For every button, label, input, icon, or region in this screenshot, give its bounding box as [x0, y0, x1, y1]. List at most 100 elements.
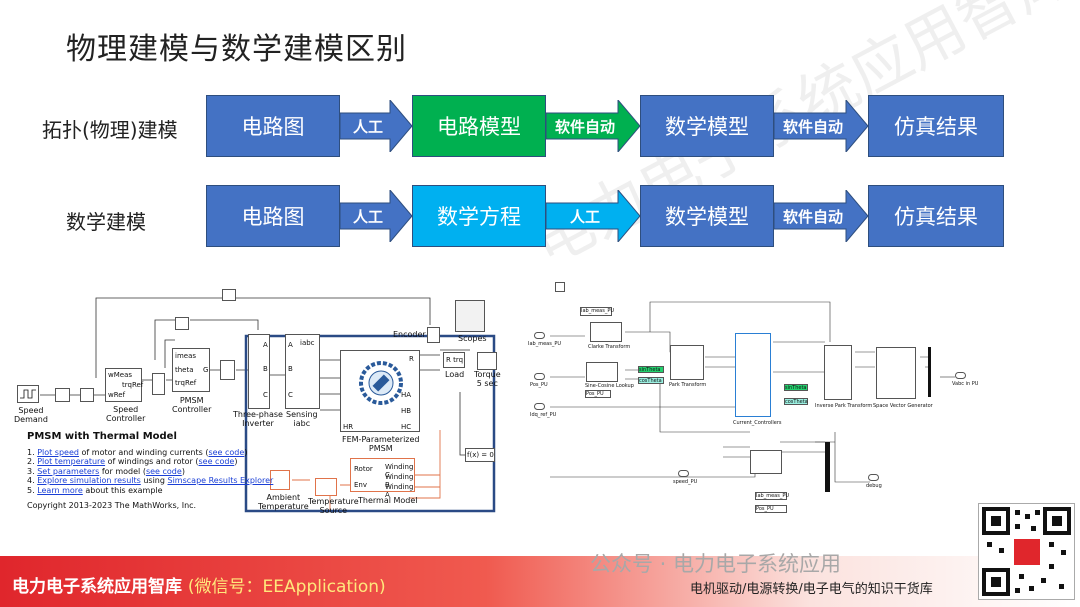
- from-sin: sinTheta: [784, 384, 808, 391]
- arrow-label: 软件自动: [554, 118, 615, 136]
- arrow-label: 人工: [352, 118, 383, 136]
- sincos-label: Sine-Cosine Lookup: [585, 383, 634, 389]
- description-item: 5. Learn more about this example: [27, 485, 163, 495]
- inverse-park-block: [824, 345, 852, 400]
- description-item: 4. Explore simulation results using Sims…: [27, 476, 274, 485]
- ambient-temp-block: [270, 470, 290, 490]
- arrow-label: 软件自动: [782, 208, 843, 226]
- info-block: [555, 282, 565, 292]
- outport-label: Vabc in PU: [952, 381, 979, 387]
- motor-icon: [359, 361, 403, 405]
- footer-bar: [0, 556, 1080, 607]
- row-label-topology: 拓扑(物理)建模: [42, 118, 178, 142]
- qr-pattern: [982, 507, 1071, 596]
- current-controllers-block: [735, 333, 771, 417]
- current-controllers-label: Current_Controllers: [733, 420, 782, 426]
- simulink-wires-right: [550, 301, 955, 492]
- block-circuit-diagram: 电路图: [206, 95, 340, 157]
- pmsm-block: R HA HB HC HR: [340, 350, 420, 432]
- thermal-model-block: Rotor Env Winding C Winding B Winding A: [350, 458, 415, 499]
- outport-label: debug: [866, 483, 882, 489]
- solver-config-block: f(x) = 0: [465, 448, 495, 462]
- qr-code-icon: [978, 503, 1075, 600]
- scopes-block: [455, 300, 485, 332]
- see-code-link[interactable]: see code: [198, 457, 235, 466]
- arrow-software-auto: 软件自动: [774, 190, 868, 242]
- block-simulation-result: 仿真结果: [868, 95, 1004, 157]
- block-math-model: 数学模型: [640, 95, 774, 157]
- block-math-equation: 数学方程: [412, 185, 546, 247]
- pmsm-torque-estimator-block: [750, 450, 782, 474]
- torque-block: [477, 352, 497, 370]
- load-block: R trq: [443, 352, 465, 368]
- inverse-park-label: Inverse Park Transform: [815, 403, 873, 409]
- arrow-label: 人工: [569, 208, 600, 226]
- encoder-block: [427, 327, 440, 343]
- sincos-block: [586, 362, 618, 382]
- clarke-label: Clarke Transform: [588, 344, 631, 350]
- set-parameters-link[interactable]: Set parameters: [37, 466, 100, 476]
- see-code-link[interactable]: see code: [145, 466, 182, 476]
- from-tag: Pos_PU: [755, 505, 787, 513]
- encoder-label: Encoder: [393, 330, 426, 339]
- delay-block: [222, 289, 236, 301]
- simulink-wires-left: [40, 297, 496, 513]
- inport-label: Iab_meas_PU: [528, 341, 562, 347]
- speed-demand-label: Speed Demand: [14, 406, 48, 424]
- pmsm-controller-block: imeas theta G trqRef: [172, 348, 210, 392]
- arrow-manual: 人工: [340, 100, 412, 152]
- from-cos: cosTheta: [784, 398, 808, 405]
- inverter-block: A B C: [248, 334, 270, 409]
- goto-cos: cosTheta: [638, 377, 664, 384]
- inport-label: Idq_ref_PU: [530, 412, 557, 418]
- sensing-label: Sensing iabc: [286, 410, 318, 428]
- load-label: Load: [445, 370, 465, 379]
- description-item: 1. Plot speed of motor and winding curre…: [27, 447, 248, 457]
- arrow-manual: 人工: [546, 190, 640, 242]
- torque-label: Torque 5 sec: [474, 370, 501, 388]
- space-vector-block: [876, 347, 916, 399]
- rate-transition-block: [175, 317, 189, 330]
- arrow-software-auto: 软件自动: [774, 100, 868, 152]
- scopes-label: Scopes: [458, 334, 487, 343]
- inport-2: [534, 373, 545, 380]
- inport-label: speed_PU: [673, 479, 698, 485]
- explore-results-link[interactable]: Explore simulation results: [37, 476, 141, 485]
- sensing-block: iabc A B C: [285, 334, 320, 409]
- inport-1: [534, 332, 545, 339]
- inverter-label: Three-phase Inverter: [233, 410, 283, 428]
- ambient-temp-label: Ambient Temperature: [258, 493, 309, 511]
- block-circuit-diagram: 电路图: [206, 185, 340, 247]
- inport-3: [534, 403, 545, 410]
- speed-controller-label: Speed Controller: [106, 405, 146, 423]
- pmsm-controller-label: PMSM Controller: [172, 396, 212, 414]
- speed-controller-block: wMeas trqRef wRef: [105, 368, 143, 402]
- goto-sin: sinTheta: [638, 366, 664, 373]
- inport-4: [678, 470, 689, 477]
- footer-brand-name: 电力电子系统应用智库: [12, 577, 182, 597]
- model-description: PMSM with Thermal Model 1. Plot speed of…: [27, 432, 273, 511]
- temp-source-label: Temperature Source: [308, 497, 359, 515]
- results-explorer-link[interactable]: Simscape Results Explorer: [167, 476, 274, 485]
- see-code-link[interactable]: see code: [208, 447, 245, 457]
- temp-source-block: [315, 478, 337, 496]
- from-tag: Pos_PU: [585, 390, 611, 398]
- block-math-model: 数学模型: [640, 185, 774, 247]
- plot-temperature-link[interactable]: Plot temperature: [37, 457, 106, 466]
- mux-block: [152, 373, 165, 395]
- svg-label: Space Vector Generator: [873, 403, 933, 409]
- plot-speed-link[interactable]: Plot speed: [37, 447, 79, 457]
- ramp-block: [80, 388, 94, 402]
- pmsm-label: FEM-Parameterized PMSM: [342, 435, 420, 453]
- slide-title: 物理建模与数学建模区别: [66, 32, 407, 67]
- block-simulation-result: 仿真结果: [868, 185, 1004, 247]
- block-circuit-model: 电路模型: [412, 95, 546, 157]
- footer-wechat-id: (微信号：EEApplication): [187, 577, 386, 597]
- learn-more-link[interactable]: Learn more: [37, 485, 83, 495]
- footer-brand: 电力电子系统应用智库 (微信号：EEApplication): [12, 572, 386, 597]
- arrow-label: 人工: [352, 208, 383, 226]
- outport-1: [955, 372, 966, 379]
- wechat-account-label: 公众号 · 电力电子系统应用: [590, 552, 842, 576]
- inport-label: Pos_PU: [530, 382, 548, 388]
- gate-block: [220, 360, 235, 380]
